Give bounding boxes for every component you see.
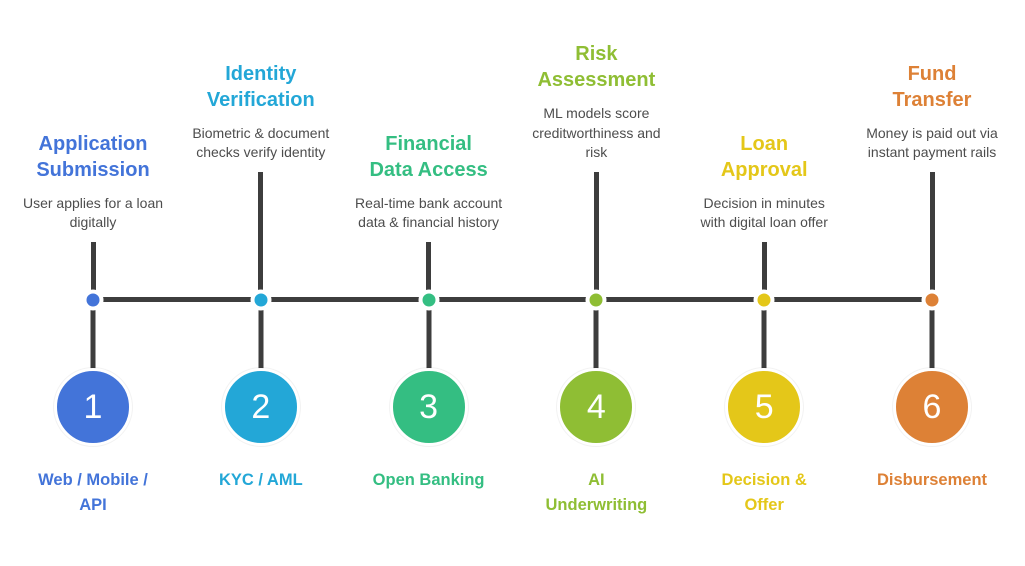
- connector-line-upper: [761, 242, 767, 300]
- connector-line-lower: [761, 300, 767, 372]
- connector-line-upper: [593, 172, 599, 300]
- connector-line-upper: [90, 242, 96, 300]
- timeline-node-dot: [250, 289, 272, 311]
- step-number-circle: 2: [221, 368, 300, 446]
- step-channel-label: Web / Mobile / API: [38, 471, 148, 514]
- step-title: Loan Approval: [720, 132, 808, 181]
- step-description: Decision in minutes with digital loan of…: [700, 194, 828, 231]
- step-description: ML models score creditworthiness and ris…: [532, 105, 661, 161]
- step-channel-label: Decision & Offer: [721, 471, 807, 514]
- step-title: Application Submission: [36, 132, 150, 181]
- step-text-block: Financial Data Access Real-time bank acc…: [343, 131, 515, 300]
- step-description: Biometric & document checks verify ident…: [192, 124, 330, 161]
- timeline-axis: [93, 297, 932, 302]
- step-channel-label: Open Banking: [372, 471, 485, 489]
- step-number-circle: 3: [389, 368, 468, 446]
- step-number: 5: [754, 388, 774, 426]
- step-text-block: Application Submission User applies for …: [7, 131, 179, 300]
- step-title: Risk Assessment: [537, 43, 656, 92]
- connector-line-lower: [593, 300, 599, 372]
- step-text-block: Risk Assessment ML models score creditwo…: [510, 41, 682, 300]
- timeline-node-dot: [585, 289, 607, 311]
- connector-line-lower: [426, 300, 432, 372]
- step-channel-label: AI Underwriting: [545, 471, 648, 514]
- timeline-node-dot: [418, 289, 440, 311]
- step-title: Fund Transfer: [892, 62, 972, 111]
- step-number: 1: [83, 388, 103, 426]
- connector-line-upper: [929, 172, 935, 300]
- step-number: 6: [922, 388, 942, 426]
- step-text-block: Loan Approval Decision in minutes with d…: [678, 131, 850, 300]
- step-title: Financial Data Access: [369, 132, 488, 181]
- step-title: Identity Verification: [206, 62, 315, 111]
- step-number: 2: [251, 388, 271, 426]
- step-channel-label: KYC / AML: [218, 471, 303, 489]
- step-number-circle: 4: [557, 368, 636, 446]
- connector-line-upper: [258, 172, 264, 300]
- connector-line-lower: [90, 300, 96, 372]
- step-number-circle: 5: [725, 368, 804, 446]
- step-number-circle: 6: [893, 368, 971, 446]
- step-text-block: Fund Transfer Money is paid out via inst…: [846, 61, 1018, 300]
- step-number: 4: [586, 388, 606, 426]
- step-channel-label: Disbursement: [876, 471, 988, 489]
- step-number: 3: [419, 388, 439, 426]
- step-description: User applies for a loan digitally: [22, 194, 164, 231]
- step-description: Real-time bank account data & financial …: [355, 194, 503, 231]
- step-text-block: Identity Verification Biometric & docume…: [175, 61, 347, 300]
- timeline-node-dot: [921, 289, 943, 311]
- step-description: Money is paid out via instant payment ra…: [866, 124, 998, 161]
- timeline-node-dot: [82, 289, 104, 311]
- connector-line-lower: [258, 300, 264, 372]
- connector-line-upper: [426, 242, 432, 300]
- timeline-node-dot: [753, 289, 775, 311]
- connector-line-lower: [929, 300, 935, 372]
- step-number-circle: 1: [54, 368, 132, 446]
